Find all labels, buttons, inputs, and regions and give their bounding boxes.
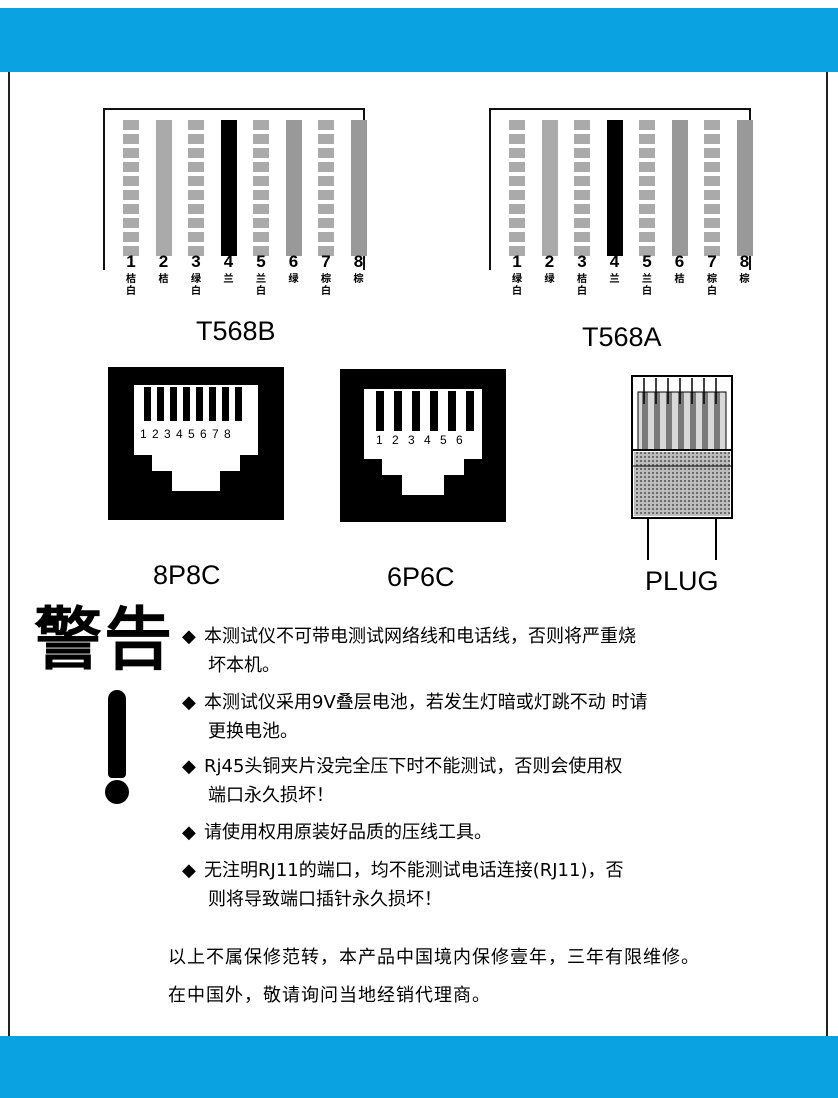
warning-item-line-1: 无注明RJ11的端口，均不能测试电话连接(RJ11)，否 — [204, 860, 624, 881]
t568b-pin-label-2: 桔 — [158, 274, 169, 285]
footer-line-2: 在中国外，敬请询问当地经销代理商。 — [168, 985, 491, 1006]
warning-item-line-1: 请使用权用原装好品质的压线工具。 — [204, 822, 492, 843]
warning-item-line-1: 本测试仪不可带电测试网络线和电话线，否则将严重烧 — [204, 626, 636, 647]
t568b-pin-number-1: 1 — [126, 252, 136, 271]
t568b-pin-label-5: 兰 白 — [256, 274, 266, 297]
t568a-pin-number-1: 1 — [512, 252, 522, 271]
t568a-pin-number-2: 2 — [544, 252, 555, 271]
warning-item-line-1: Rj45头铜夹片没完全压下时不能测试，否则会使用权 — [204, 756, 623, 777]
t568b-wire-7 — [318, 120, 334, 256]
t568a-wiring-panel: 1 绿 白 2 绿 3 桔 白 4 兰 5 兰 白 6 桔 7 棕 白 8 棕 — [489, 108, 753, 297]
t568b-pin-number-2: 2 — [158, 252, 169, 271]
t568b-pin-label-7: 棕 白 — [321, 274, 331, 297]
t568b-pin-label-6: 绿 — [288, 274, 299, 285]
jack-8p8c-title: 8P8C — [153, 560, 221, 590]
t568b-wiring-panel: 1 桔 白 2 桔 3 绿 白 4 兰 5 兰 白 6 绿 7 棕 白 8 棕 — [103, 108, 367, 297]
content-frame — [8, 72, 828, 1036]
t568b-pin-label-4: 兰 — [223, 274, 234, 285]
t568a-wire-2 — [541, 120, 558, 256]
t568b-pin-label-3: 绿 白 — [191, 274, 201, 297]
t568b-pin-number-7: 7 — [321, 252, 331, 271]
t568b-wire-4 — [220, 120, 237, 256]
t568b-wire-2 — [155, 120, 172, 256]
t568a-wire-3 — [574, 120, 590, 256]
t568b-pin-number-6: 6 — [288, 252, 299, 271]
t568b-wire-8 — [350, 120, 367, 256]
t568a-pin-label-4: 兰 — [609, 274, 620, 285]
t568b-wire-3 — [188, 120, 204, 256]
t568a-wire-5 — [639, 120, 655, 256]
warning-item: ◆ 本测试仪不可带电测试网络线和电话线，否则将严重烧坏本机。 — [182, 622, 782, 680]
warning-item-line-2: 端口永久损坏！ — [208, 785, 334, 806]
t568b-pin-label-8: 棕 — [353, 274, 364, 285]
jack-8p8c-diagram: 1 2 3 4 5 6 7 8 — [108, 367, 284, 520]
t568a-title: T568A — [582, 322, 662, 352]
t568a-pin-number-7: 7 — [707, 252, 717, 271]
jack-6p6c-title: 6P6C — [387, 562, 455, 592]
jack-8p8c-pin-numbers: 1 2 3 4 5 6 7 8 — [140, 427, 232, 441]
t568a-wire-1 — [509, 120, 525, 256]
diamond-bullet-icon: ◆ — [182, 822, 196, 843]
t568a-pin-label-7: 棕 白 — [707, 274, 717, 297]
jack-6p6c-pin-numbers: 1 2 3 4 5 6 — [376, 433, 466, 447]
t568a-pin-number-3: 3 — [577, 252, 587, 271]
diamond-bullet-icon: ◆ — [182, 626, 196, 647]
warning-item: ◆ 本测试仪采用9V叠层电池，若发生灯暗或灯跳不动 时请更换电池。 — [182, 688, 782, 746]
t568a-pin-label-6: 桔 — [674, 274, 685, 285]
t568b-pin-number-5: 5 — [256, 252, 266, 271]
t568a-pin-label-1: 绿 白 — [512, 274, 522, 297]
diamond-bullet-icon: ◆ — [182, 692, 196, 713]
diamond-bullet-icon: ◆ — [182, 756, 196, 777]
t568b-pin-label-1: 桔 白 — [126, 274, 136, 297]
rj45-plug-diagram — [628, 372, 736, 562]
jack-6p6c-icon — [340, 369, 506, 522]
t568b-pin-number-3: 3 — [191, 252, 201, 271]
t568b-pin-number-4: 4 — [223, 252, 234, 271]
t568a-pin-label-2: 绿 — [544, 274, 555, 285]
warning-item-line-2: 坏本机。 — [208, 655, 280, 676]
plug-title: PLUG — [645, 566, 719, 596]
t568a-wire-4 — [606, 120, 623, 256]
warning-item-line-1: 本测试仪采用9V叠层电池，若发生灯暗或灯跳不动 时请 — [204, 692, 648, 713]
warning-item: ◆ Rj45头铜夹片没完全压下时不能测试，否则会使用权端口永久损坏！ — [182, 752, 782, 810]
jack-8p8c-icon — [108, 367, 284, 520]
warning-title: 警告 — [34, 601, 175, 680]
t568a-pin-number-5: 5 — [642, 252, 652, 271]
t568a-pin-number-6: 6 — [674, 252, 685, 271]
top-band — [0, 0, 838, 72]
t568a-wire-8 — [736, 120, 753, 256]
t568a-wire-6 — [671, 120, 688, 256]
t568a-pin-label-3: 桔 白 — [577, 274, 587, 297]
t568b-wire-1 — [123, 120, 139, 256]
exclamation-dot-icon — [105, 780, 129, 804]
warning-item: ◆ 无注明RJ11的端口，均不能测试电话连接(RJ11)，否则将导致端口插针永久损… — [182, 856, 782, 914]
t568a-pin-label-5: 兰 白 — [642, 274, 652, 297]
t568b-wire-5 — [253, 120, 269, 256]
t568a-pin-label-8: 棕 — [739, 274, 750, 285]
warning-item: ◆ 请使用权用原装好品质的压线工具。 — [182, 818, 782, 847]
t568a-pin-number-8: 8 — [739, 252, 750, 271]
rj45-plug-icon — [631, 375, 733, 560]
t568b-wire-6 — [285, 120, 302, 256]
t568a-wire-7 — [704, 120, 720, 256]
warning-item-line-2: 更换电池。 — [208, 721, 298, 742]
warning-item-line-2: 则将导致端口插针永久损坏！ — [208, 889, 442, 910]
exclamation-icon — [108, 690, 126, 778]
diamond-bullet-icon: ◆ — [182, 860, 196, 881]
t568b-title: T568B — [196, 316, 276, 346]
t568b-pin-number-8: 8 — [353, 252, 364, 271]
jack-6p6c-diagram: 1 2 3 4 5 6 — [340, 369, 506, 522]
t568a-pin-number-4: 4 — [609, 252, 620, 271]
footer-line-1: 以上不属保修范转，本产品中国境内保修壹年，三年有限维修。 — [168, 947, 700, 968]
bottom-band — [0, 1036, 838, 1098]
